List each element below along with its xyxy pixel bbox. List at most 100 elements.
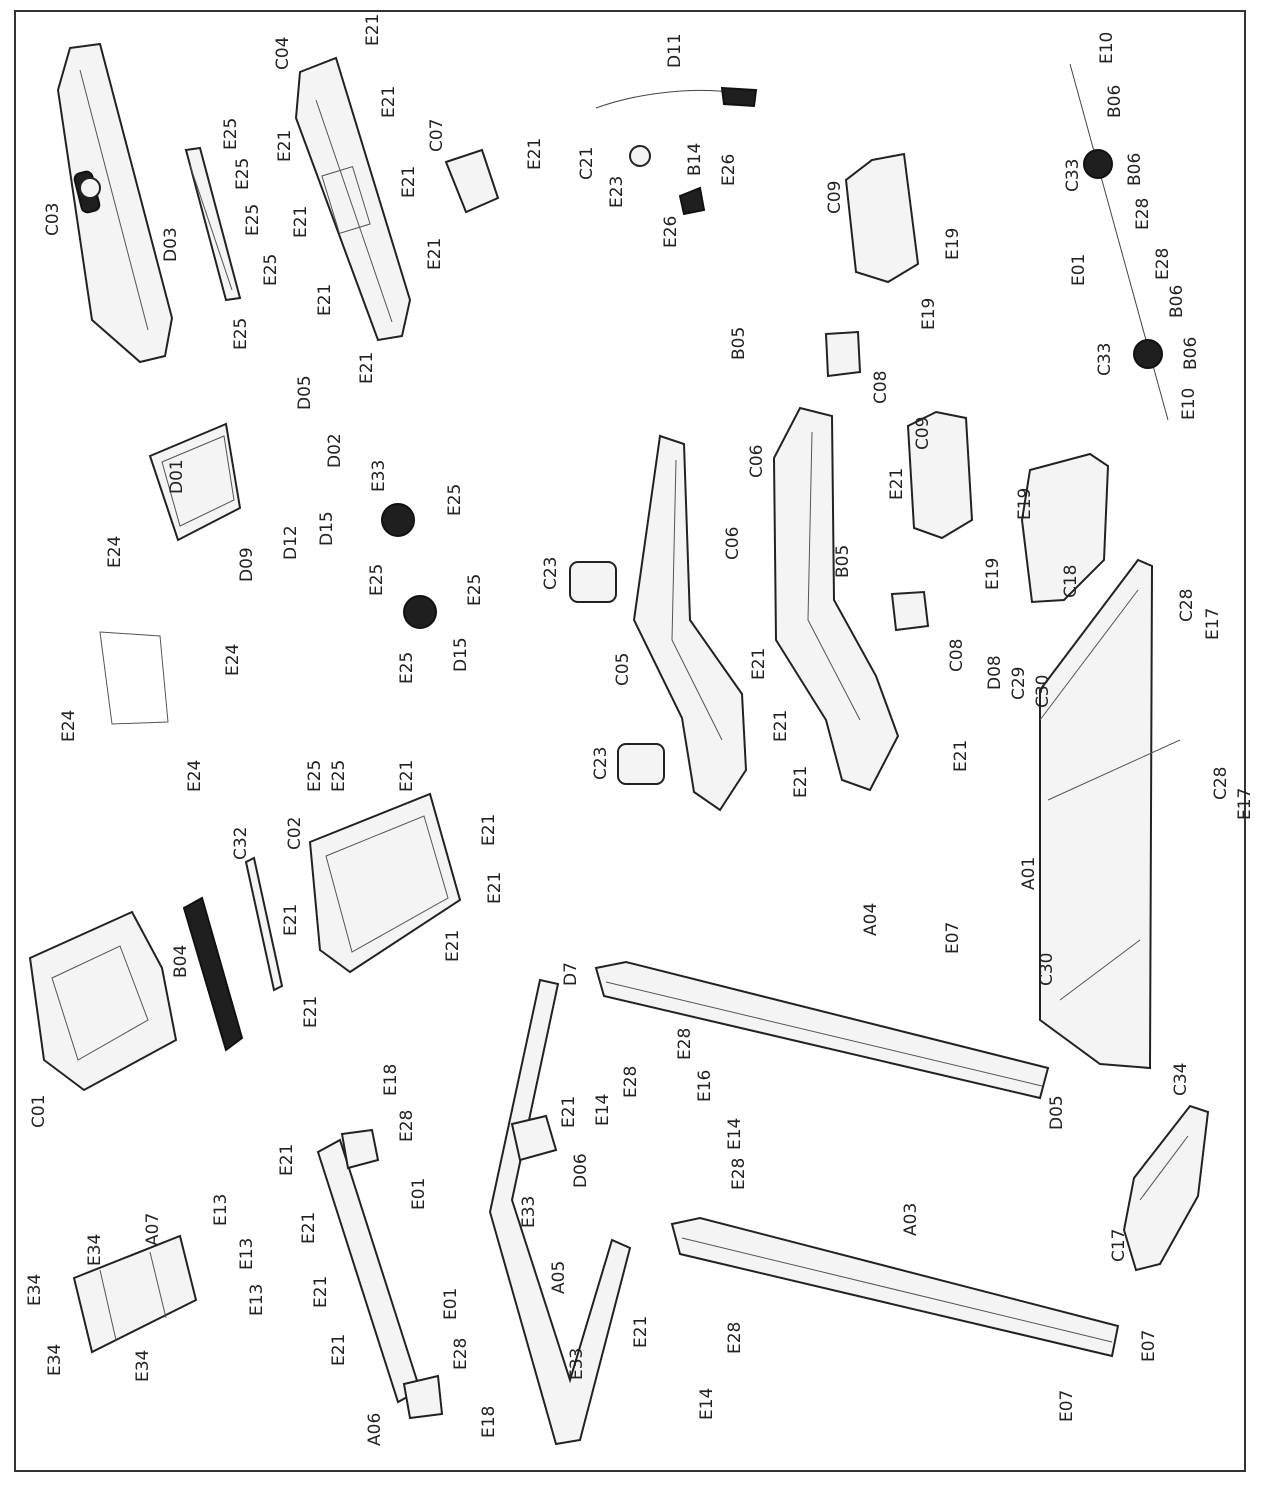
part-d01-display	[148, 422, 242, 542]
label-e21: E21	[485, 872, 505, 904]
label-a01: A01	[1019, 857, 1039, 890]
label-c32: C32	[231, 826, 251, 860]
part-c07-plate	[444, 148, 500, 214]
label-e10: E10	[1097, 32, 1117, 64]
label-d11: D11	[665, 33, 685, 68]
label-c02: C02	[285, 816, 305, 850]
label-e25: E25	[233, 158, 253, 190]
label-e21: E21	[301, 996, 321, 1028]
label-e21: E21	[329, 1334, 349, 1366]
label-e25: E25	[221, 118, 241, 150]
label-e21: E21	[299, 1212, 319, 1244]
part-labels: C03 D03 E25 E25 E25 E25 E25 C04 E21 E21 …	[25, 14, 1255, 1446]
part-c23-cup-upper	[569, 561, 617, 603]
label-e21: E21	[631, 1316, 651, 1348]
label-e21: E21	[559, 1096, 579, 1128]
label-c30: C30	[1037, 952, 1057, 986]
label-d7: D7	[561, 962, 581, 986]
label-e18: E18	[381, 1064, 401, 1096]
label-c04: C04	[273, 36, 293, 70]
label-b06: B06	[1105, 85, 1125, 118]
part-c01-shroud	[28, 910, 178, 1092]
label-e21: E21	[363, 14, 383, 46]
label-e28: E28	[451, 1338, 471, 1370]
label-e18: E18	[479, 1406, 499, 1438]
label-e25: E25	[329, 760, 349, 792]
label-a06: A06	[365, 1413, 385, 1446]
label-e13: E13	[247, 1284, 267, 1316]
label-e33: E33	[369, 460, 389, 492]
label-d15: D15	[317, 511, 337, 546]
label-b06: B06	[1181, 337, 1201, 370]
label-e28: E28	[1133, 198, 1153, 230]
label-e21: E21	[771, 710, 791, 742]
label-c09: C09	[825, 180, 845, 214]
label-e16: E16	[695, 1070, 715, 1102]
label-e21: E21	[379, 86, 399, 118]
label-e28: E28	[675, 1028, 695, 1060]
label-e28: E28	[397, 1110, 417, 1142]
label-c06: C06	[747, 444, 767, 478]
label-e34: E34	[85, 1234, 105, 1266]
label-c09: C09	[913, 416, 933, 450]
label-e23: E23	[607, 176, 627, 208]
label-c28: C28	[1177, 588, 1197, 622]
label-e17: E17	[1203, 608, 1223, 640]
label-e25: E25	[261, 254, 281, 286]
label-c17: C17	[1109, 1228, 1129, 1262]
label-a04: A04	[861, 903, 881, 936]
label-e33: E33	[567, 1348, 587, 1380]
part-a07-bracket	[72, 1234, 198, 1354]
label-c33: C33	[1063, 158, 1083, 192]
label-e24: E24	[105, 536, 125, 568]
label-e25: E25	[243, 204, 263, 236]
label-e10: E10	[1179, 388, 1199, 420]
label-e21: E21	[315, 284, 335, 316]
label-e21: E21	[951, 740, 971, 772]
label-c30: C30	[1033, 674, 1053, 708]
label-e28: E28	[725, 1322, 745, 1354]
label-e19: E19	[1015, 488, 1035, 520]
part-c18-cover	[1020, 452, 1110, 604]
label-e21: E21	[425, 238, 445, 270]
part-c23-cup-lower	[617, 743, 665, 785]
part-c04-console-frame	[294, 56, 412, 342]
label-a05: A05	[549, 1261, 569, 1294]
part-c03-console-cover	[56, 42, 174, 364]
part-c06-handle-frame	[772, 406, 900, 792]
label-e19: E19	[919, 298, 939, 330]
label-e26: E26	[661, 216, 681, 248]
label-e26: E26	[719, 154, 739, 186]
part-b04-mesh	[182, 896, 244, 1052]
label-a03: A03	[901, 1203, 921, 1236]
label-c01: C01	[29, 1094, 49, 1128]
label-e25: E25	[397, 652, 417, 684]
part-a04-tube	[594, 960, 1050, 1100]
label-e25: E25	[231, 318, 251, 350]
part-d03-keypad-board	[184, 146, 242, 302]
diagram-frame	[14, 10, 1246, 1472]
label-d01: D01	[167, 459, 187, 494]
label-e13: E13	[237, 1238, 257, 1270]
label-e21: E21	[357, 352, 377, 384]
label-e07: E07	[1139, 1330, 1159, 1362]
label-e14: E14	[593, 1094, 613, 1126]
label-e19: E19	[983, 558, 1003, 590]
label-c05: C05	[613, 652, 633, 686]
label-e21: E21	[275, 130, 295, 162]
label-e25: E25	[305, 760, 325, 792]
label-c06: C06	[723, 526, 743, 560]
part-c05-handle-frame	[632, 434, 748, 812]
label-e28: E28	[621, 1066, 641, 1098]
part-axle-wheels	[1069, 63, 1169, 421]
label-b06: B06	[1125, 153, 1145, 186]
label-c34: C34	[1171, 1062, 1191, 1096]
label-d12: D12	[281, 525, 301, 560]
label-e01: E01	[1069, 254, 1089, 286]
label-e33: E33	[519, 1196, 539, 1228]
label-e14: E14	[697, 1388, 717, 1420]
label-e17: E17	[1235, 788, 1255, 820]
label-e28: E28	[1153, 248, 1173, 280]
label-c03: C03	[43, 202, 63, 236]
